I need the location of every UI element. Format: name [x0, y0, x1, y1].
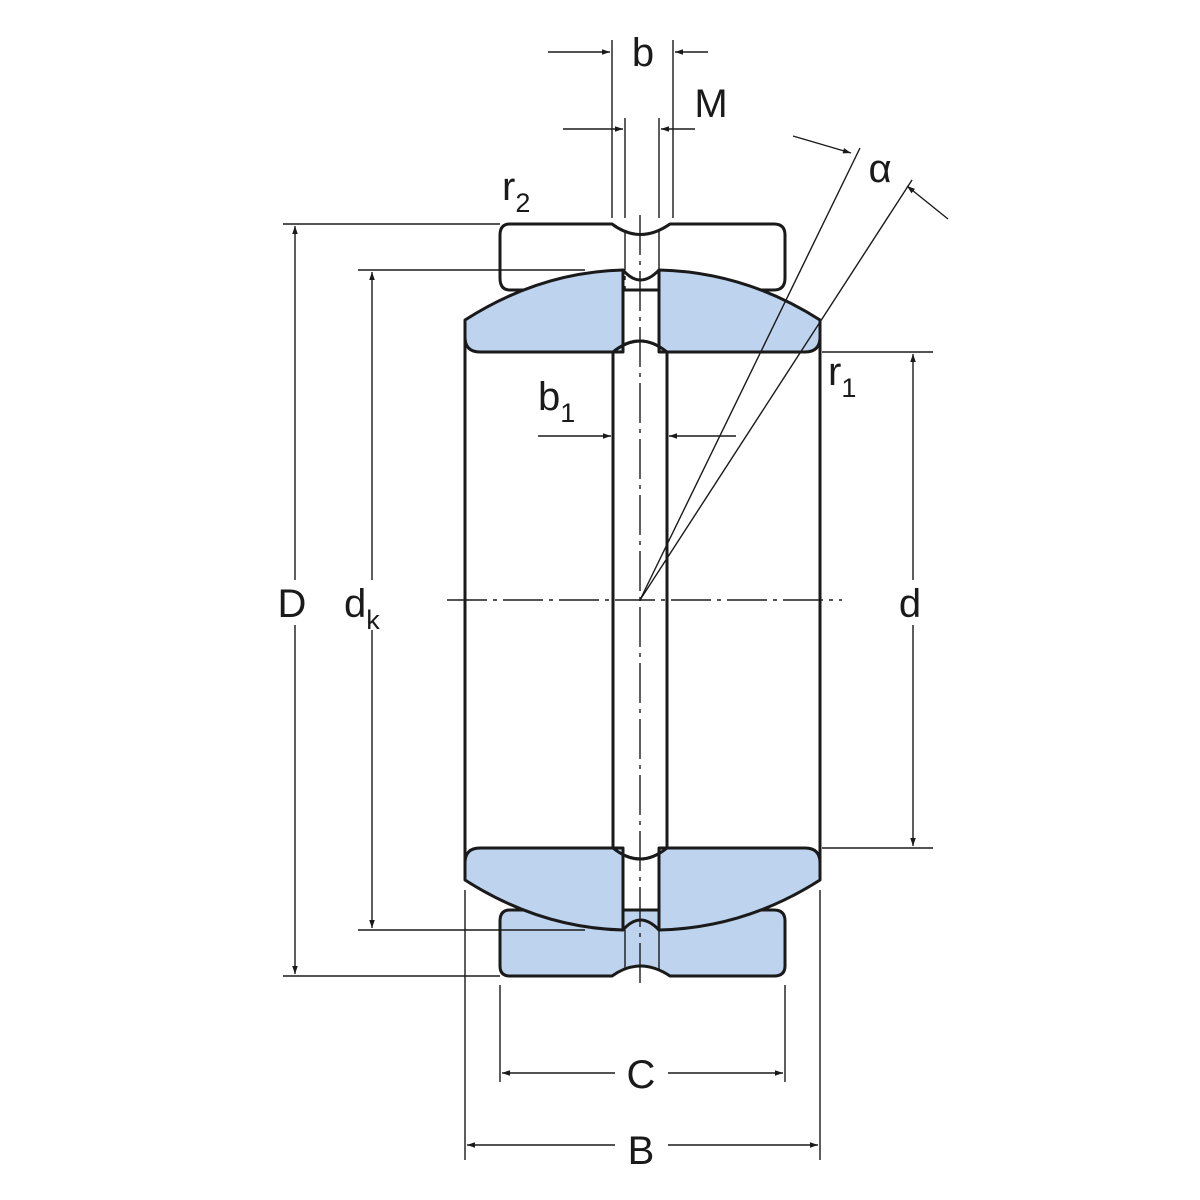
dimension-alpha — [639, 135, 949, 601]
label-alpha: α — [868, 147, 891, 191]
groove-top — [621, 268, 661, 282]
label-d: d — [899, 582, 921, 626]
inner-ring-top-right — [657, 268, 822, 354]
dimension-d — [822, 351, 933, 849]
label-r2: r2 — [502, 165, 530, 218]
inner-ring-bottom-left — [463, 846, 625, 932]
label-r1: r1 — [828, 350, 856, 403]
label-D: D — [278, 582, 307, 626]
dimension-C — [499, 985, 786, 1082]
label-C: C — [627, 1053, 656, 1097]
label-B: B — [628, 1129, 655, 1173]
label-M: M — [694, 82, 727, 126]
label-dk: dk — [344, 582, 380, 635]
label-b: b — [632, 31, 654, 75]
inner-ring-bottom-right — [657, 846, 822, 932]
dimension-D — [283, 223, 500, 977]
dimension-dk — [358, 269, 585, 931]
outer-ring-bottom — [498, 908, 787, 978]
label-b1: b1 — [538, 375, 575, 428]
inner-ring-top-left — [463, 268, 625, 354]
dimension-B — [464, 890, 821, 1160]
dimension-M — [563, 118, 695, 218]
